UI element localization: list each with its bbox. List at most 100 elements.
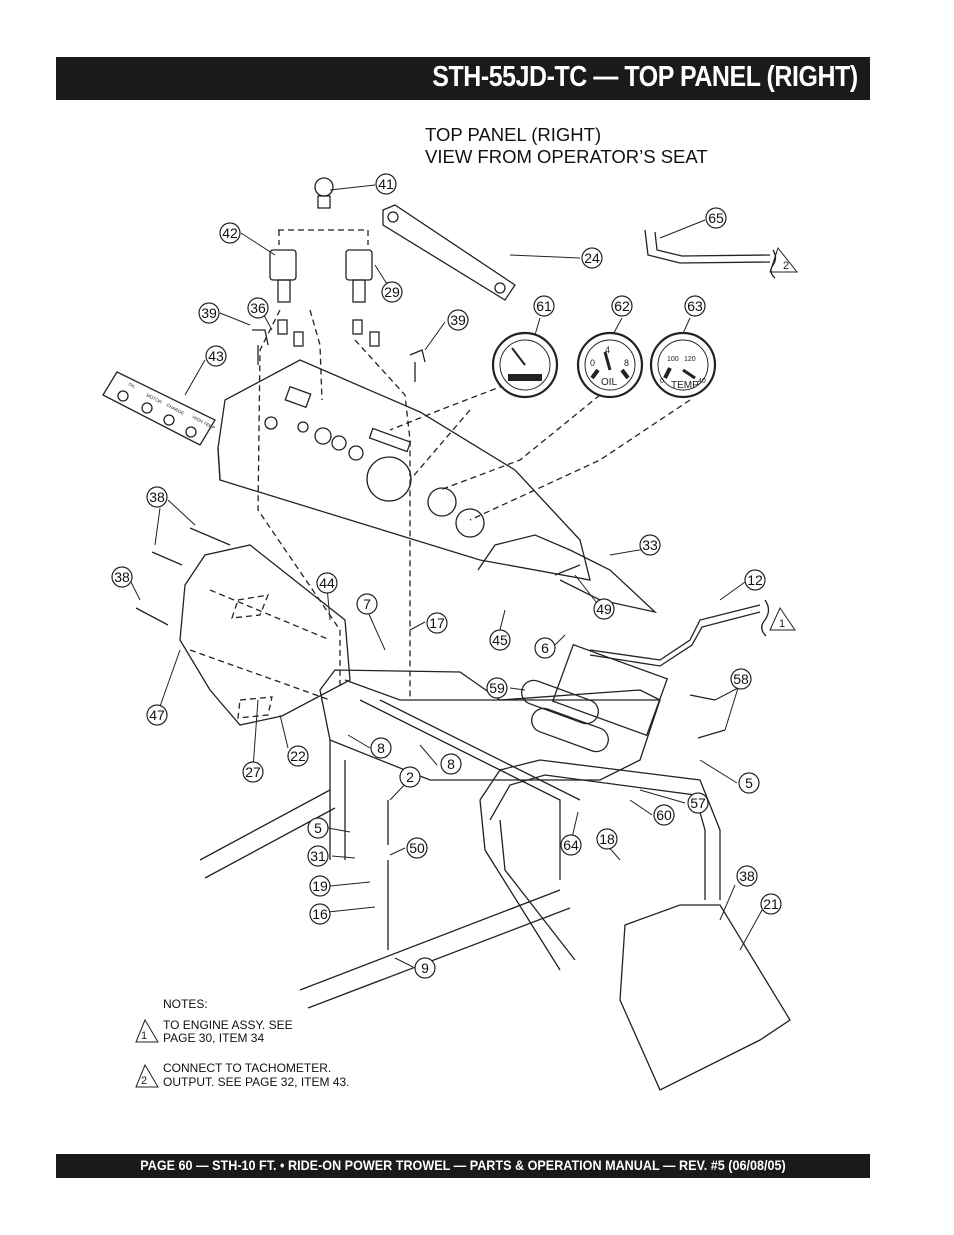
callout-bubble: [370, 737, 392, 759]
temp-gauge-label: TEMP: [671, 380, 699, 391]
callout-number: 2: [406, 769, 414, 785]
callout-bubble: [307, 817, 329, 839]
callout-bubble: [687, 792, 709, 814]
callout-bubble: [684, 295, 706, 317]
callout-number: 49: [596, 601, 612, 617]
callout-number: 33: [642, 537, 658, 553]
callout-number: 41: [378, 176, 394, 192]
callout-number: 58: [733, 671, 749, 687]
notes-heading: NOTES:: [163, 997, 208, 1011]
note-marker-1: 1: [141, 1030, 147, 1042]
tachometer-gauge: [491, 331, 559, 399]
note1-line1: TO ENGINE ASSY. SEE: [163, 1018, 293, 1032]
callout-number: 60: [656, 807, 672, 823]
callout-number: 12: [747, 572, 763, 588]
callout-bubble: [309, 875, 331, 897]
callout-number: 38: [114, 569, 130, 585]
callout-bubble: [560, 834, 582, 856]
callout-bubble: [356, 593, 378, 615]
oil-gauge-tick-1: 4: [605, 345, 610, 355]
callout-number: 17: [429, 615, 445, 631]
callout-bubble: [653, 804, 675, 826]
callout-number: 24: [584, 250, 600, 266]
bottom-plate-outline: [619, 904, 791, 1091]
callout-bubble: [146, 486, 168, 508]
callout-bubble: [375, 173, 397, 195]
callout-number: 65: [708, 210, 724, 226]
temp-gauge-tick-1: 120: [684, 356, 696, 363]
callout-bubble: [111, 566, 133, 588]
callout-bubble: [639, 534, 661, 556]
callout-number: 39: [450, 312, 466, 328]
callout-number: 64: [563, 837, 579, 853]
callout-number: 21: [763, 896, 779, 912]
callout-number: 42: [222, 225, 238, 241]
oil-gauge: 0 4 8 OIL: [576, 331, 644, 399]
callout-number: 6: [541, 640, 549, 656]
callout-bubble: [705, 207, 727, 229]
callout-bubble: [736, 865, 758, 887]
note1-line2: PAGE 30, ITEM 34: [163, 1031, 265, 1045]
callout-bubble: [198, 302, 220, 324]
callout-bubble: [309, 903, 331, 925]
view-title: TOP PANEL (RIGHT) VIEW FROM OPERATOR’S S…: [425, 124, 708, 168]
panel-label-high-temp: HIGH TEMP: [192, 414, 216, 430]
callout-bubble: [533, 295, 555, 317]
callout-bubble: [596, 828, 618, 850]
view-title-line1: TOP PANEL (RIGHT): [425, 124, 602, 145]
callout-bubble: [534, 637, 556, 659]
callout-number: 5: [314, 820, 322, 836]
callout-bubble: [760, 893, 782, 915]
page-title: STH-55JD-TC — TOP PANEL (RIGHT): [432, 61, 859, 93]
callout-bubble: [744, 569, 766, 591]
callout-bubble: [307, 845, 329, 867]
temperature-gauge: 100 120 40 0 TEMP: [649, 331, 717, 399]
callout-number: 18: [599, 831, 615, 847]
side-plate-outline: [179, 544, 351, 726]
oil-gauge-tick-0: 0: [590, 358, 595, 368]
callout-bubble: [593, 598, 615, 620]
callout-number: 19: [312, 878, 328, 894]
oil-gauge-tick-2: 8: [624, 358, 629, 368]
callout-number: 29: [384, 284, 400, 300]
diagram-note-marker-1: 1: [779, 618, 785, 630]
note2-line2: OUTPUT. SEE PAGE 32, ITEM 43.: [163, 1075, 350, 1089]
callout-bubble: [242, 761, 264, 783]
page-header: STH-55JD-TC — TOP PANEL (RIGHT): [56, 57, 870, 100]
callout-bubble: [316, 572, 338, 594]
callout-bubble: [440, 753, 462, 775]
footer-text: PAGE 60 — STH-10 FT. • RIDE-ON POWER TRO…: [140, 1157, 786, 1173]
callout-number: 5: [745, 775, 753, 791]
callout-number: 22: [290, 748, 306, 764]
callout-number: 8: [377, 740, 385, 756]
callout-bubble: [738, 772, 760, 794]
callout-number: 8: [447, 756, 455, 772]
callout-bubble: [611, 295, 633, 317]
top-panel-outline: [217, 359, 591, 581]
callout-bubble: [205, 345, 227, 367]
callout-number: 36: [250, 300, 266, 316]
page-footer: PAGE 60 — STH-10 FT. • RIDE-ON POWER TRO…: [56, 1154, 870, 1178]
callout-bubble: [581, 247, 603, 269]
callout-bubble: [219, 222, 241, 244]
callout-number: 7: [363, 596, 371, 612]
callout-bubble: [399, 766, 421, 788]
callout-number: 38: [149, 489, 165, 505]
callout-number: 39: [201, 305, 217, 321]
callout-bubble: [146, 704, 168, 726]
callout-number: 59: [489, 680, 505, 696]
temp-gauge-tick-3: 0: [660, 378, 664, 385]
callout-number: 27: [245, 764, 261, 780]
diagram-note-marker-2: 2: [783, 260, 789, 272]
temp-gauge-tick-0: 100: [667, 356, 679, 363]
callout-number: 63: [687, 298, 703, 314]
callout-bubble: [406, 837, 428, 859]
callout-number: 57: [690, 795, 706, 811]
callout-bubble: [489, 629, 511, 651]
view-title-line2: VIEW FROM OPERATOR’S SEAT: [425, 146, 708, 167]
callout-bubble: [381, 281, 403, 303]
label-strip-43: [102, 371, 216, 446]
oil-gauge-label: OIL: [601, 377, 618, 388]
callout-bubble: [486, 677, 508, 699]
